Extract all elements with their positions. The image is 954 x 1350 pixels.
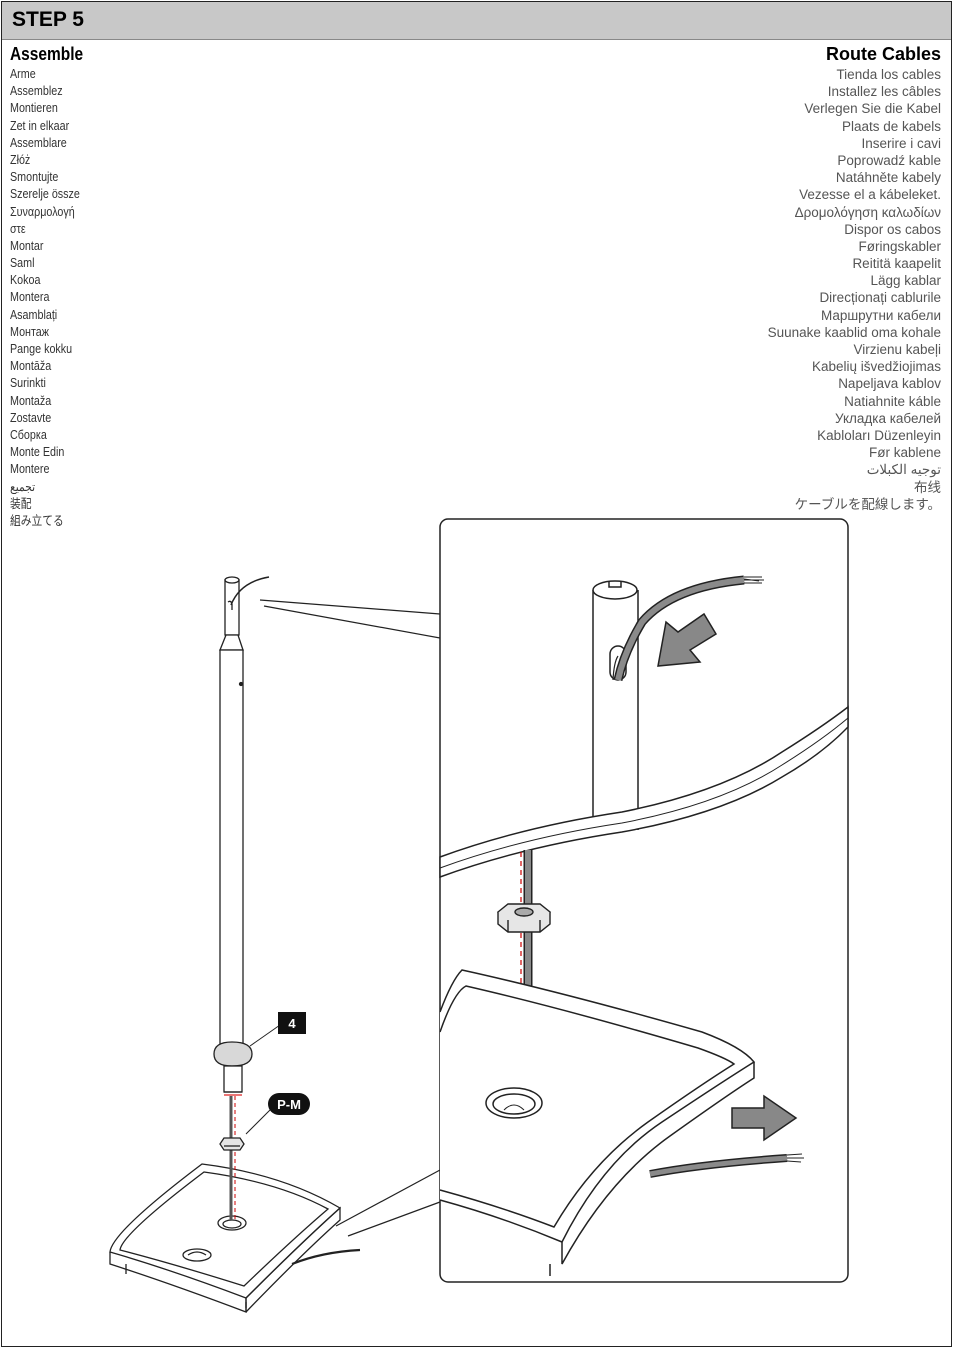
assemble-column: Assemble Arme Assemblez Montieren Zet in… bbox=[10, 42, 310, 530]
translation-item: 装配 bbox=[10, 496, 32, 511]
translation-item: Installez les câbles bbox=[827, 84, 941, 100]
translation-item: Natáhněte kabely bbox=[835, 170, 941, 186]
overview-cable-out bbox=[291, 1248, 361, 1266]
translation-item: Złóż bbox=[10, 152, 31, 167]
assemble-translation-list: Arme Assemblez Montieren Zet in elkaar A… bbox=[10, 66, 310, 530]
detail-panel bbox=[439, 518, 849, 1283]
translation-item: Pange kokku bbox=[10, 342, 73, 356]
detail-nut bbox=[496, 903, 552, 933]
route-cables-heading: Route Cables bbox=[825, 44, 941, 64]
hardware-callout: P-M bbox=[268, 1093, 310, 1115]
overview-pole bbox=[219, 576, 244, 1049]
overview-drawing bbox=[109, 576, 441, 1313]
hardware-code-label: P-M bbox=[277, 1097, 301, 1112]
detail-cable-out bbox=[649, 1153, 804, 1178]
translation-item: Inserire i cavi bbox=[861, 135, 941, 151]
translation-item: تجميع bbox=[10, 479, 36, 494]
translation-item: Szerelje össze bbox=[10, 187, 80, 202]
translation-item: Tienda los cables bbox=[836, 67, 941, 82]
translation-item: Plaats de kabels bbox=[841, 118, 941, 134]
detail-cable-top bbox=[613, 575, 764, 681]
translation-item: Assemblare bbox=[10, 135, 67, 150]
translation-item: Montieren bbox=[10, 101, 58, 116]
translation-item: Montere bbox=[10, 462, 50, 477]
translation-item: 組み立てる bbox=[10, 513, 64, 528]
translation-item: Napeljava kablov bbox=[838, 376, 941, 392]
translation-item: ケーブルを配線します。 bbox=[794, 496, 941, 512]
step-title: STEP 5 bbox=[12, 8, 84, 31]
route-cables-translation-list: Tienda los cables Installez les câbles V… bbox=[521, 66, 941, 513]
translation-item: Monte Edin bbox=[10, 445, 65, 460]
translation-item: Kabloları Düzenleyin bbox=[817, 427, 941, 443]
translation-item: Arme bbox=[10, 67, 36, 81]
translation-item: Virzienu kabeļi bbox=[853, 342, 941, 357]
translation-item: Montar bbox=[10, 238, 44, 253]
translation-item: Dispor os cabos bbox=[844, 221, 941, 237]
translation-item: Zet in elkaar bbox=[10, 118, 70, 133]
translation-item: Montaža bbox=[10, 393, 52, 408]
translation-item: Surinkti bbox=[10, 376, 46, 391]
route-cables-column: Route Cables Tienda los cables Installez… bbox=[521, 42, 941, 513]
translation-item: Natiahnite káble bbox=[844, 393, 941, 409]
translation-item: Direcționați cablurile bbox=[819, 290, 941, 306]
translation-item: Saml bbox=[10, 256, 35, 271]
translation-item: Poprowadź kable bbox=[837, 152, 941, 168]
translation-item: Montera bbox=[10, 290, 50, 305]
part-callout-4: 4 bbox=[278, 1012, 306, 1034]
translation-item: Сборка bbox=[10, 427, 47, 442]
translation-item: Kokoa bbox=[10, 273, 41, 288]
translation-item: Suunake kaablid oma kohale bbox=[767, 324, 941, 340]
detail-break-ribbon bbox=[439, 705, 849, 879]
translation-item: Vezesse el a kábeleket. bbox=[799, 187, 941, 203]
part-number-label: 4 bbox=[288, 1016, 296, 1031]
translation-item: στε bbox=[10, 221, 26, 236]
translation-item: Укладка кабелей bbox=[834, 410, 941, 426]
translation-item: Kabelių išvedžiojimas bbox=[811, 359, 941, 375]
arrow-out-icon bbox=[731, 1094, 798, 1142]
translation-item: Συναρμολογή bbox=[10, 204, 75, 219]
assemble-heading: Assemble bbox=[10, 44, 84, 64]
detail-base-plate bbox=[439, 969, 756, 1276]
translation-item: Asamblați bbox=[10, 307, 58, 322]
translation-item: Assemblez bbox=[10, 84, 63, 99]
translation-item: Før kablene bbox=[868, 445, 941, 461]
translation-item: Δρομολόγηση καλωδίων bbox=[794, 204, 941, 220]
base-plate bbox=[109, 1163, 342, 1313]
pole-collar bbox=[213, 1041, 253, 1067]
overview-nut bbox=[219, 1137, 245, 1151]
translation-item: Montāža bbox=[10, 359, 52, 374]
translation-item: توجيه الكبلات bbox=[866, 462, 941, 478]
translation-item: 布线 bbox=[914, 479, 941, 495]
arrow-in-icon bbox=[657, 612, 718, 667]
translation-item: Reititä kaapelit bbox=[852, 256, 941, 272]
translation-item: Verlegen Sie die Kabel bbox=[804, 101, 941, 117]
step-header: STEP 5 bbox=[2, 2, 951, 40]
translation-item: Lägg kablar bbox=[870, 273, 941, 289]
translation-item: Монтаж bbox=[10, 324, 49, 339]
overview-cable-top bbox=[230, 576, 270, 606]
translation-item: Føringskabler bbox=[858, 238, 941, 254]
base-logo bbox=[182, 1248, 212, 1262]
translation-item: Smontujte bbox=[10, 170, 59, 185]
translation-item: Zostavte bbox=[10, 410, 52, 425]
translation-item: Маршрутни кабели bbox=[820, 307, 941, 323]
